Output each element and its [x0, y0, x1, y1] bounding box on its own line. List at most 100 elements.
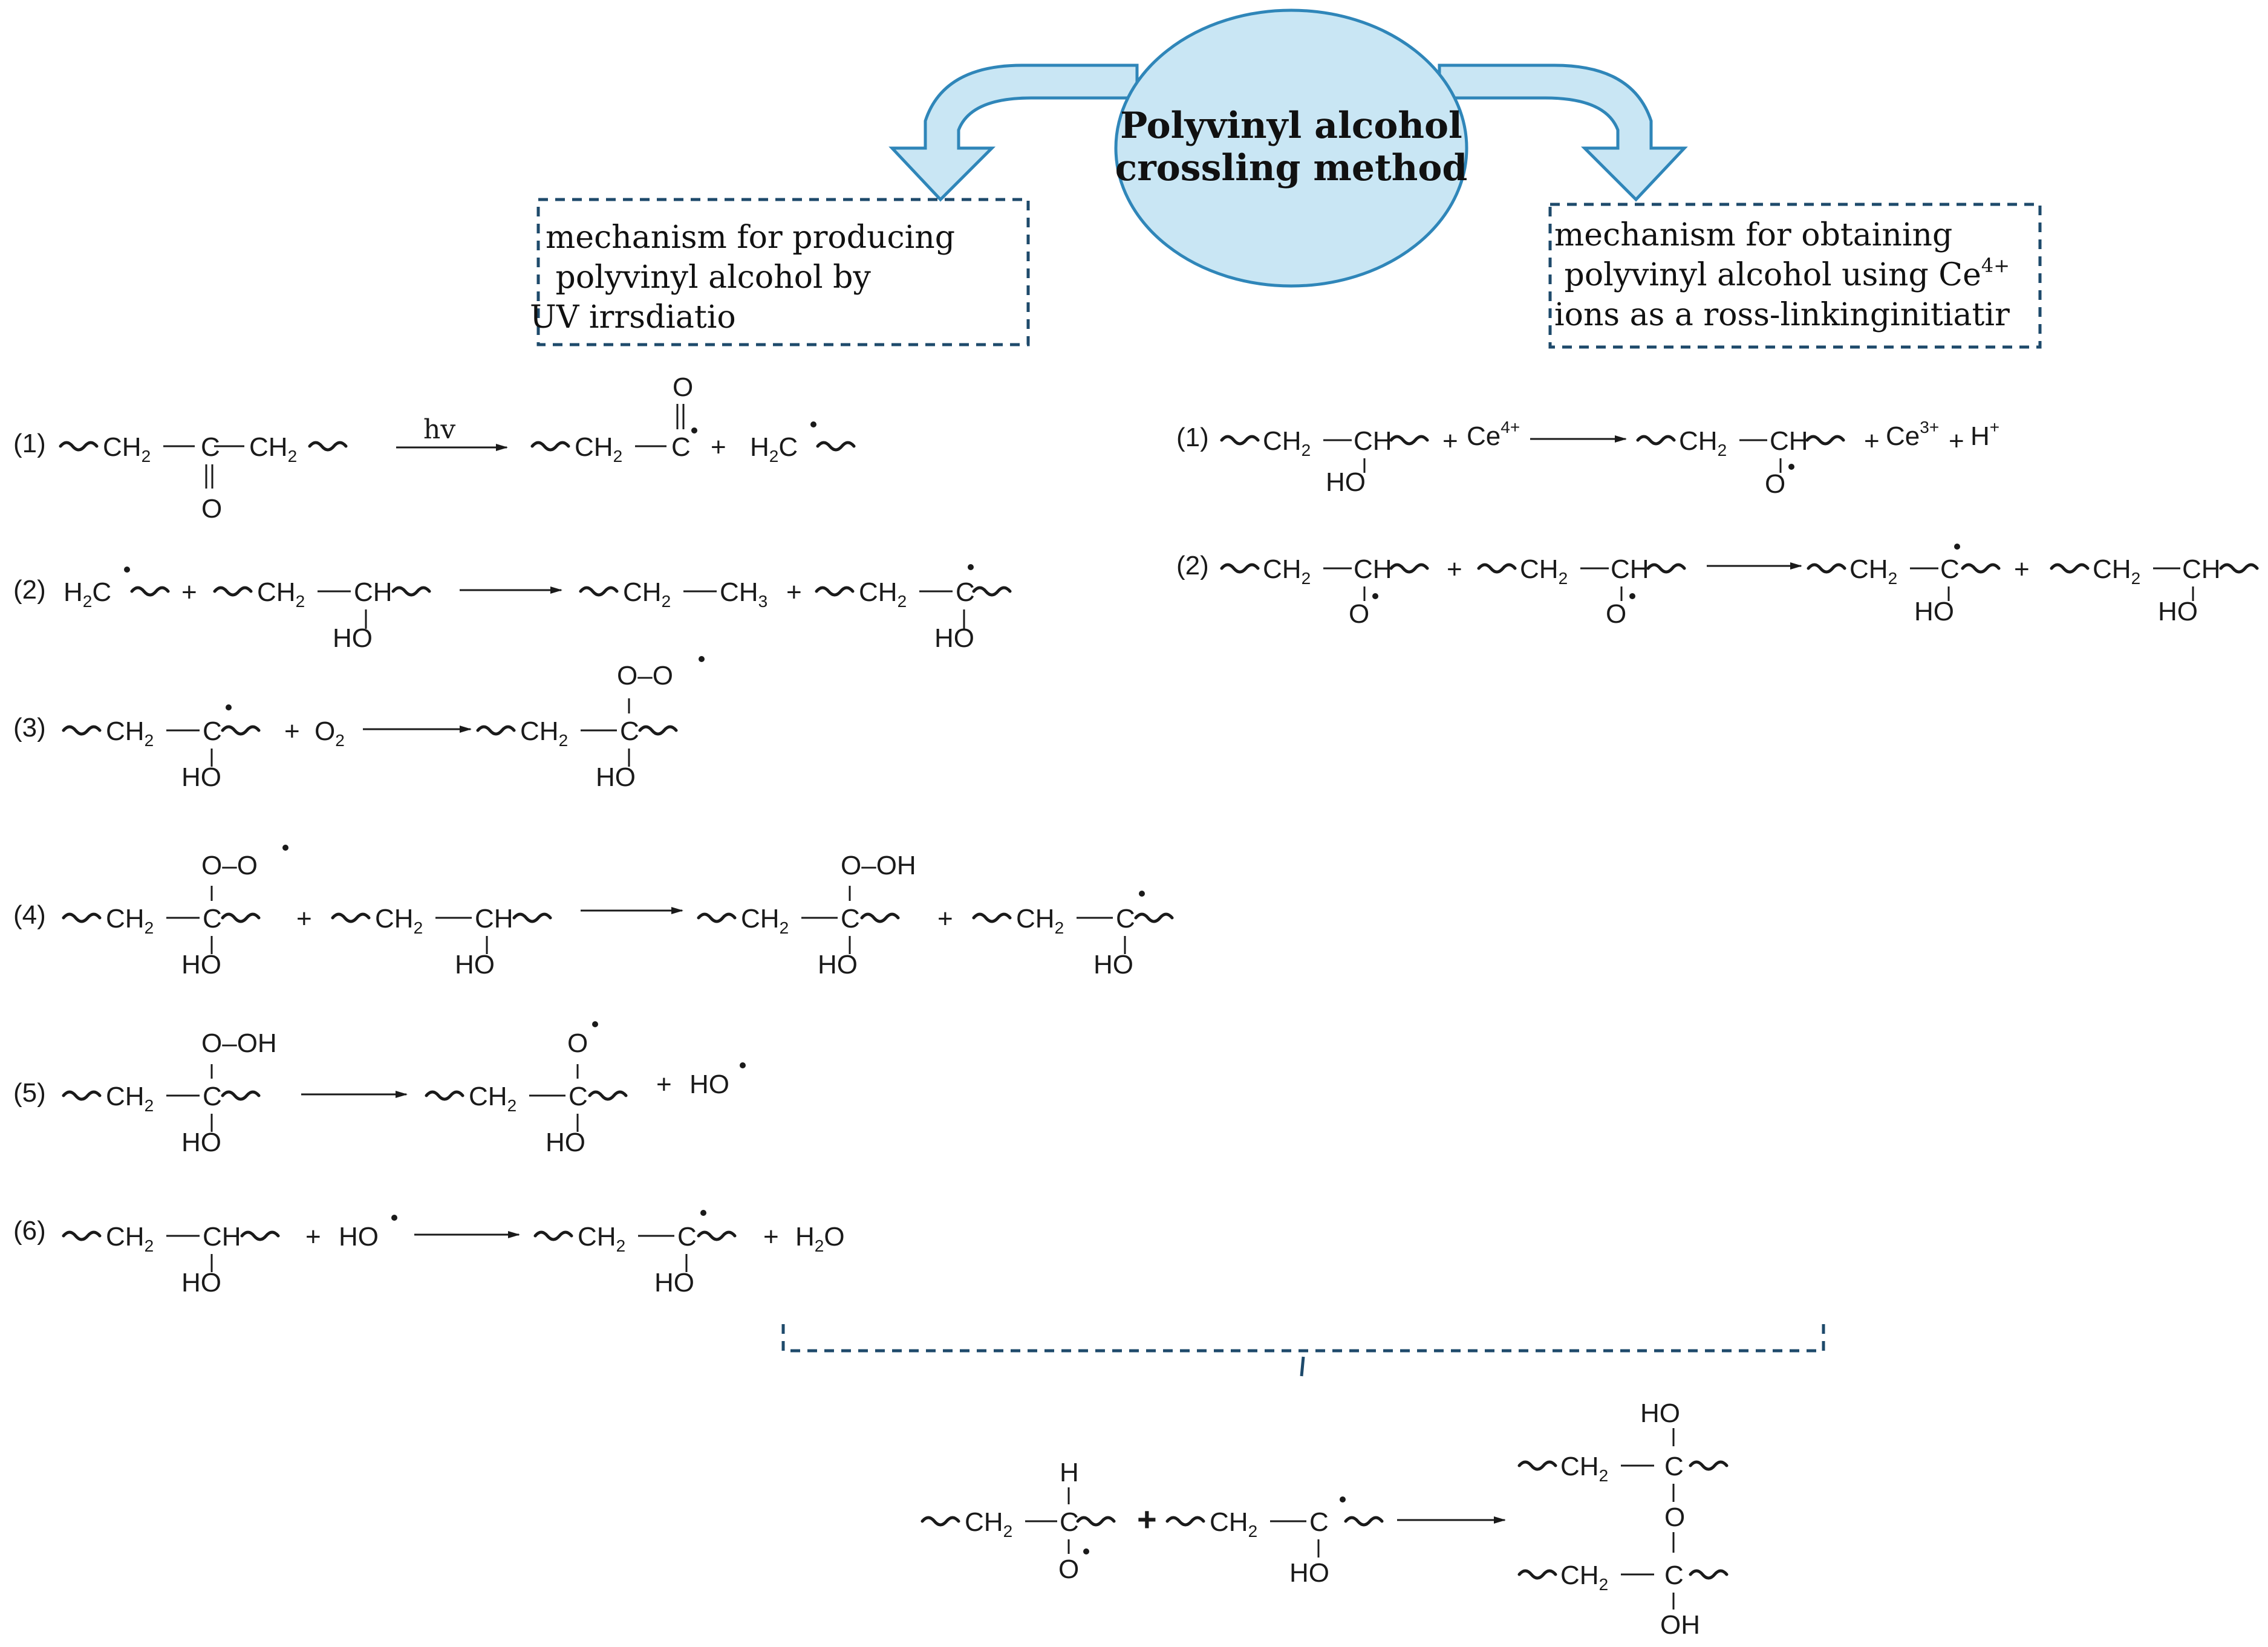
chain-wave [1808, 565, 1845, 572]
ch-group: CH [1354, 426, 1392, 456]
hydroxyl: HO [1289, 1558, 1329, 1588]
oxygen-radical: O [1349, 599, 1369, 629]
water: H2O [795, 1222, 845, 1255]
oxygen-molecule: O2 [314, 716, 345, 750]
reaction-number: (5) [13, 1078, 46, 1108]
reaction-left-1: (1) CH2 C O CH2 hv CH2 C O + H2C [13, 372, 854, 524]
reaction-number: (4) [13, 900, 46, 930]
chain-wave [1078, 1518, 1114, 1525]
plus-sign: + [1442, 426, 1458, 456]
chain-wave [590, 1092, 626, 1099]
hydroxyl: HO [1326, 467, 1366, 497]
cerium-4-ion: Ce4+ [1467, 418, 1520, 451]
hydroxyl-radical: HO [689, 1070, 729, 1099]
ch-group: CH [354, 577, 393, 607]
hydroperoxy-group: O–OH [841, 851, 916, 880]
ch2-group: CH2 [1210, 1507, 1257, 1541]
chain-wave [132, 588, 168, 595]
chain-wave [514, 914, 550, 921]
radical-dot [1788, 464, 1794, 470]
hydroperoxy-carbon: C [203, 1082, 222, 1111]
reaction-number: (2) [13, 575, 46, 605]
title-line-1: Polyvinyl alcohol [1120, 105, 1462, 147]
chain-wave [1222, 565, 1258, 572]
crosslink-carbon-bottom: C [1664, 1561, 1684, 1590]
reaction-left-2: (2) H2C + CH2 CH HO CH2 CH3 + CH2 C HO [13, 564, 1010, 653]
plus-sign: + [1447, 554, 1462, 584]
ch2-group: CH2 [575, 432, 622, 466]
reaction-right-2: (2) CH2 CH O + CH2 CH O CH2 C HO + CH2 C… [1176, 544, 2257, 629]
hydroxyl: HO [1914, 597, 1954, 626]
cerium-3-ion: Ce3+ [1886, 418, 1939, 451]
radical-dot [699, 656, 705, 662]
plus-sign: + [763, 1222, 779, 1252]
ch-group: CH [1770, 426, 1808, 456]
ch-group: CH [1611, 554, 1649, 584]
ch2-group: CH2 [469, 1082, 516, 1115]
chain-wave [333, 914, 369, 921]
ch-group: CH [2182, 554, 2221, 584]
radical-dot [700, 1210, 706, 1216]
hydroxyl: HO [2158, 597, 2198, 626]
chain-wave [215, 588, 251, 595]
final-crosslink-reaction: CH2 C H O + CH2 C HO HO CH2 C O CH2 C [922, 1398, 1727, 1640]
ch2-group: CH2 [106, 1222, 154, 1255]
plus-sign: + [711, 432, 726, 462]
ch2-group: CH2 [1560, 1561, 1608, 1594]
radical-carbon: C [1309, 1507, 1329, 1537]
chain-wave [223, 727, 259, 734]
hydroxyl: HO [455, 950, 495, 979]
chain-wave [535, 1232, 572, 1239]
right-box-line-2: polyvinyl alcohol using Ce4+ [1554, 254, 2010, 293]
radical-dot [592, 1021, 598, 1027]
radical-dot [1139, 891, 1145, 897]
reaction-left-6: (6) CH2 CH HO + HO CH2 C HO + H2O [13, 1210, 845, 1298]
plus-sign: + [181, 577, 197, 607]
hydroxyl-radical: HO [339, 1222, 379, 1252]
radical-dot [226, 704, 232, 710]
chain-wave [862, 914, 898, 921]
chain-wave [1167, 1518, 1204, 1525]
title-line-2: crossling method [1115, 147, 1468, 189]
left-mechanism-box [536, 198, 1030, 346]
plus-sign: + [1137, 1500, 1157, 1538]
alkoxy-carbon: C [1060, 1507, 1079, 1537]
ch2-group: CH2 [623, 577, 671, 611]
hydroxyl: HO [333, 623, 373, 653]
reaction-left-4: (4) CH2 C O–O HO + CH2 CH HO CH2 C O–OH … [13, 845, 1172, 979]
hydrogen: H [1060, 1458, 1079, 1487]
chain-wave [1346, 1518, 1382, 1525]
hydroxyl: HO [596, 762, 636, 792]
reaction-number: (2) [1176, 551, 1209, 580]
left-box-line-3: UV irrsdiatio [530, 299, 736, 336]
reaction-number: (3) [13, 713, 46, 742]
ch2-group: CH2 [103, 432, 151, 466]
hydroxyl: HO [181, 950, 221, 979]
radical-dot [1629, 593, 1635, 599]
radical-carbon: C [203, 716, 222, 746]
right-mechanism-box [1548, 203, 2042, 349]
chain-wave [1391, 565, 1427, 572]
plus-sign: + [1864, 426, 1880, 456]
plus-sign: + [786, 577, 802, 607]
chain-wave [581, 588, 617, 595]
ch2-group: CH2 [2093, 554, 2140, 588]
ch2-group: CH2 [106, 1082, 154, 1115]
radical-dot [691, 427, 697, 434]
oxygen-radical: O [1765, 469, 1785, 499]
methylene-radical: H2C [750, 432, 798, 466]
ch-group: CH [475, 904, 513, 934]
ch2-group: CH2 [741, 904, 789, 937]
ch3-group: CH3 [720, 577, 767, 611]
plus-sign: + [656, 1070, 672, 1099]
radical-dot [1954, 544, 1960, 550]
reaction-number: (1) [13, 429, 46, 458]
oxygen: O [673, 372, 693, 402]
chain-wave [640, 727, 676, 734]
radical-carbon: C [1116, 904, 1135, 934]
left-arrow-shape [888, 63, 1139, 202]
plus-sign: + [284, 716, 300, 746]
chain-wave [816, 588, 853, 595]
alkoxy-carbon: C [569, 1082, 588, 1111]
